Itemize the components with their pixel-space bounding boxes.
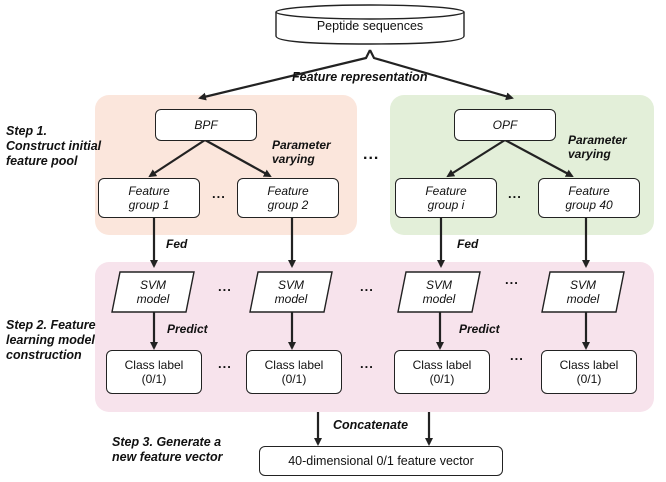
svm-model-label-4: SVM model [566, 278, 600, 306]
ellipsis-svm-3: ... [505, 272, 519, 287]
peptide-sequences-label: Peptide sequences [316, 19, 424, 33]
step-3-label: Step 3. Generate a new feature vector [112, 435, 223, 464]
parameter-varying-label-opf: Parameter varying [568, 133, 627, 161]
feature-vector-node: 40-dimensional 0/1 feature vector [259, 446, 503, 476]
predict-label-right: Predict [459, 322, 500, 336]
ellipsis-class-2: ... [360, 356, 374, 371]
svm-model-shape-1 [111, 271, 195, 313]
concatenate-label: Concatenate [333, 418, 409, 432]
svm-model-label-2: SVM model [274, 278, 308, 306]
fed-label-left: Fed [166, 237, 188, 251]
arrow-to-opf [369, 49, 514, 101]
ellipsis-class-1: ... [218, 356, 232, 371]
step-1-label: Step 1. Construct initial feature pool [6, 124, 102, 168]
feature-group-40: Feature group 40 [538, 178, 640, 218]
parameter-varying-label-bpf: Parameter varying [272, 138, 331, 166]
feature-group-1: Feature group 1 [98, 178, 200, 218]
svm-model-label-3: SVM model [422, 278, 456, 306]
bpf-node: BPF [155, 109, 257, 141]
class-label-box-4: Class label (0/1) [541, 350, 637, 394]
class-label-box-3: Class label (0/1) [394, 350, 490, 394]
class-label-box-2: Class label (0/1) [246, 350, 342, 394]
arrow-to-bpf [198, 49, 371, 101]
feature-group-2: Feature group 2 [237, 178, 339, 218]
ellipsis-opf-groups: ... [508, 186, 522, 201]
ellipsis-class-3: ... [510, 348, 524, 363]
fed-label-right: Fed [457, 237, 479, 251]
svm-model-shape-4 [541, 271, 625, 313]
peptide-database-shape [275, 4, 465, 45]
ellipsis-bpf-groups: ... [212, 186, 226, 201]
arrow-opf-fgi [446, 139, 506, 178]
svm-model-shape-2 [249, 271, 333, 313]
arrow-bpf-fg2 [204, 139, 272, 177]
arrow-opf-fg40 [504, 139, 574, 177]
class-label-box-1: Class label (0/1) [106, 350, 202, 394]
ellipsis-svm-1: ... [218, 279, 232, 294]
feature-group-i: Feature group i [395, 178, 497, 218]
step-2-label: Step 2. Feature learning model construct… [6, 318, 96, 362]
arrow-bpf-fg1 [148, 139, 206, 178]
opf-node: OPF [454, 109, 556, 141]
feature-representation-label: Feature representation [292, 70, 428, 84]
predict-label-left: Predict [167, 322, 208, 336]
ellipsis-svm-2: ... [360, 279, 374, 294]
ellipsis-between-pools: ... [363, 146, 380, 163]
svm-model-shape-3 [397, 271, 481, 313]
svm-model-label-1: SVM model [136, 278, 170, 306]
